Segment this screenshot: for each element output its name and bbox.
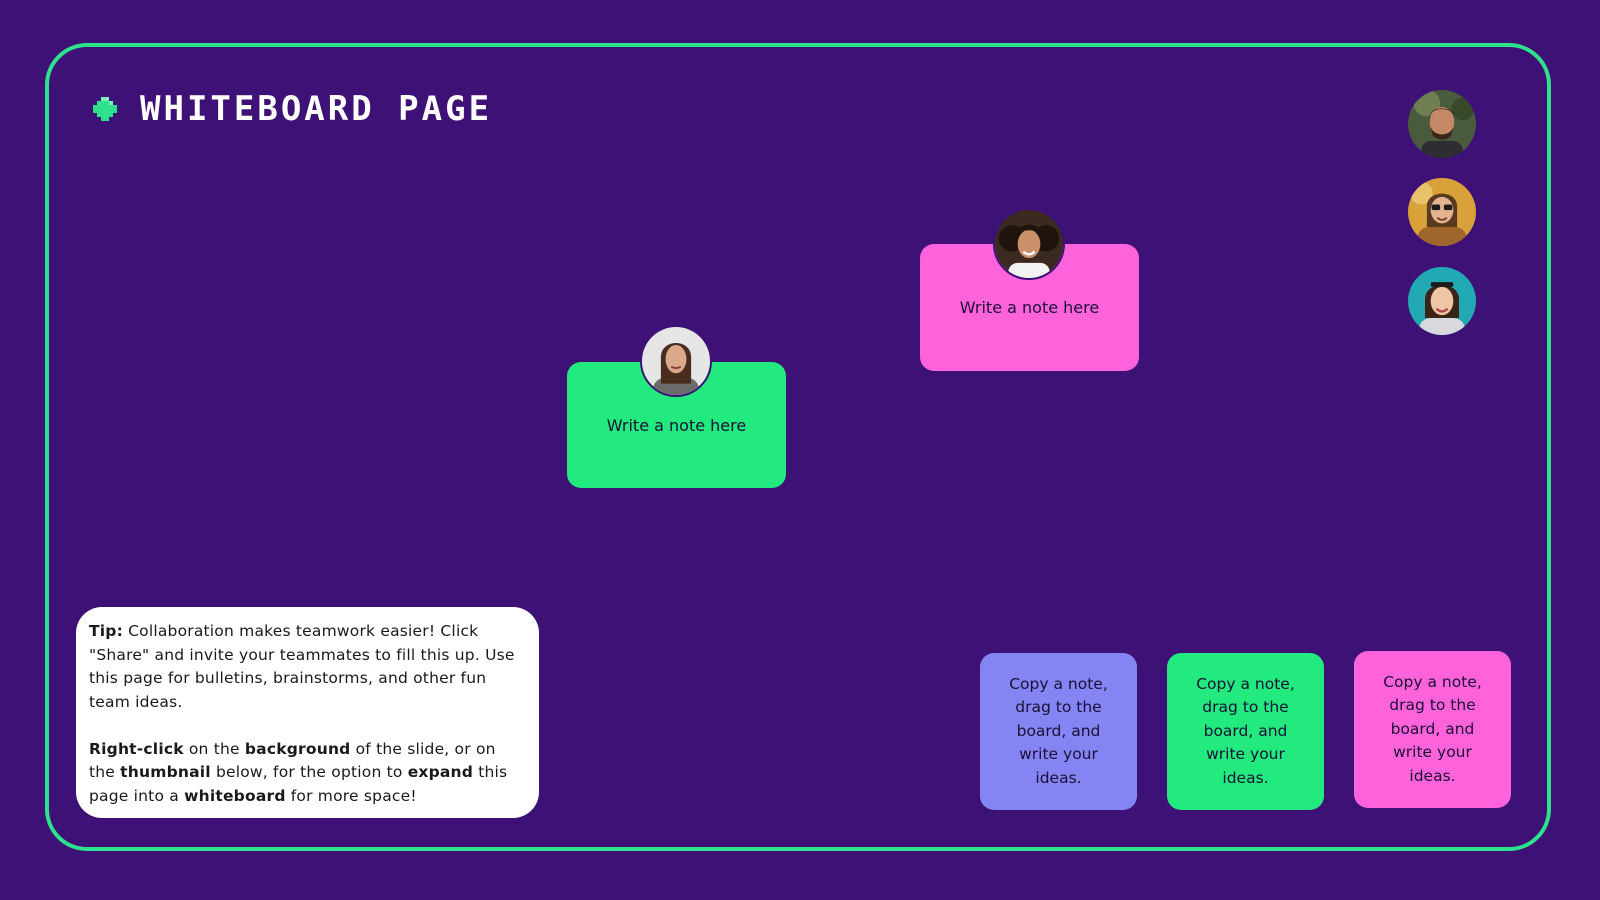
copy-note-text[interactable]: Copy a note, drag to the board, and writ… xyxy=(1009,674,1108,787)
copy-note-green[interactable]: Copy a note, drag to the board, and writ… xyxy=(1167,653,1324,810)
header: Whiteboard page xyxy=(90,92,492,126)
copy-note-text[interactable]: Copy a note, drag to the board, and writ… xyxy=(1196,674,1295,787)
tip-paragraph-1: Tip: Collaboration makes teamwork easier… xyxy=(89,620,525,714)
tip-bold: Right-click xyxy=(89,739,184,758)
tip-paragraph-2: Right-click on the background of the sli… xyxy=(89,738,525,809)
note-avatar-2 xyxy=(993,208,1065,280)
tip-bold: background xyxy=(244,739,351,758)
tip-text: below, for the option to xyxy=(210,763,408,781)
tip-bold: whiteboard xyxy=(184,786,286,805)
note-avatar-1 xyxy=(640,325,712,397)
avatar-woman-smiling-icon xyxy=(1408,267,1476,335)
tip-text: on the xyxy=(183,739,245,758)
tip-text: this page into a xyxy=(89,763,508,805)
avatar-man-beard-icon xyxy=(1408,90,1476,158)
copy-note-pink[interactable]: Copy a note, drag to the board, and writ… xyxy=(1354,651,1511,808)
note-text[interactable]: Write a note here xyxy=(959,298,1100,317)
avatar-woman-curly-hair-icon xyxy=(995,210,1063,278)
tip-text: Collaboration makes teamwork easier! Cli… xyxy=(89,622,515,711)
team-avatar-3[interactable] xyxy=(1406,265,1478,337)
avatar-woman-sunglasses-icon xyxy=(1408,178,1476,246)
tip-label: Tip: xyxy=(89,622,123,640)
team-avatar-1[interactable] xyxy=(1406,88,1478,160)
avatar-woman-long-hair-icon xyxy=(642,327,710,395)
team-avatar-2[interactable] xyxy=(1406,176,1478,248)
note-text[interactable]: Write a note here xyxy=(606,415,747,435)
tip-bold: expand xyxy=(407,763,474,781)
board-frame xyxy=(45,43,1551,851)
tip-text: of the slide, or on the xyxy=(89,739,496,782)
page-title: Whiteboard page xyxy=(140,89,493,129)
diamond-sparkle-icon xyxy=(93,97,117,121)
tip-box: Tip: Collaboration makes teamwork easier… xyxy=(76,607,539,818)
copy-note-lavender[interactable]: Copy a note, drag to the board, and writ… xyxy=(980,653,1137,810)
copy-note-text[interactable]: Copy a note, drag to the board, and writ… xyxy=(1383,672,1482,785)
tip-bold: thumbnail xyxy=(120,763,211,781)
tip-text: for more space! xyxy=(285,786,417,805)
